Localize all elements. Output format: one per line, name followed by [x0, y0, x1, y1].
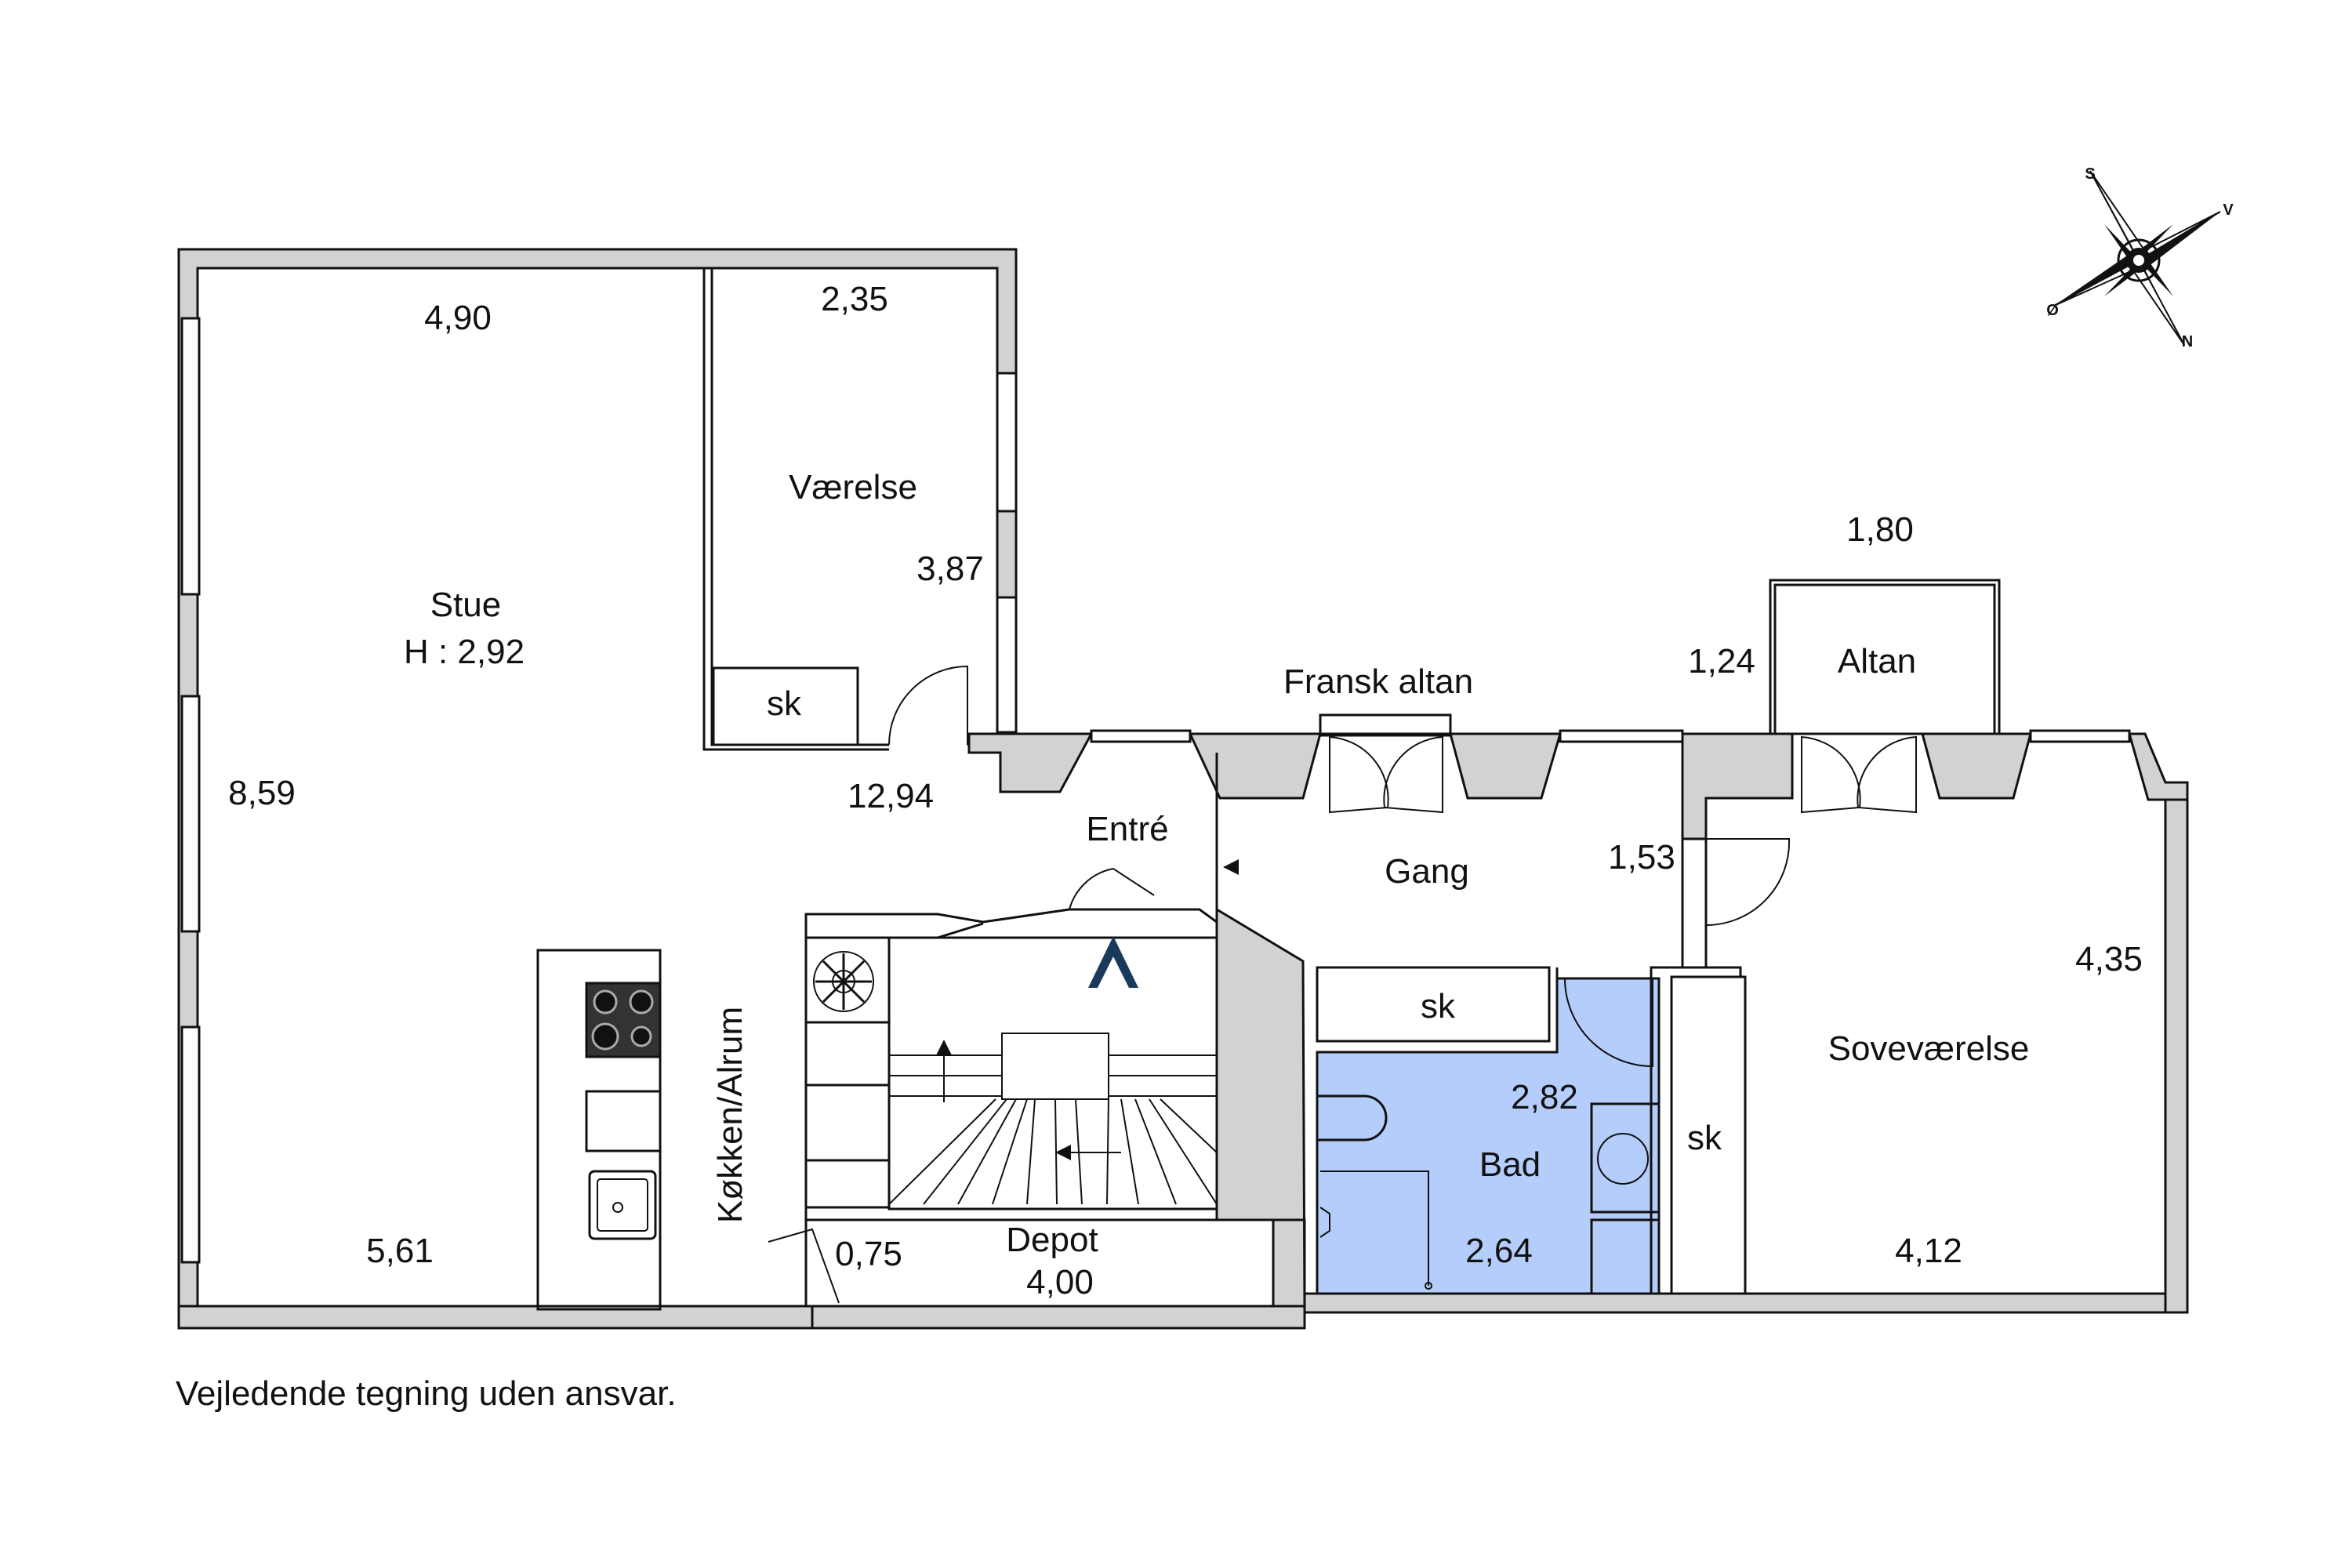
stue-dim-left: 8,59: [228, 774, 296, 812]
entry-marker-icon: [1088, 936, 1138, 988]
wall-right: [2164, 781, 2189, 1314]
window-vaerelse-1: [996, 372, 1018, 513]
vaerelse-dim-top: 2,35: [821, 280, 888, 318]
stue-height: H : 2,92: [404, 633, 524, 671]
depot: [804, 1218, 1306, 1308]
koekken-label: Køkken/Alrum: [711, 1007, 750, 1223]
depot-dim-b: 4,00: [1026, 1263, 1094, 1301]
compass-v: V: [2223, 201, 2234, 219]
altan-label: Altan: [1838, 642, 1916, 681]
wall-bottom-middle: [811, 1305, 1306, 1330]
toilet-icon: [1317, 1094, 1388, 1142]
sove-dim-side: 4,35: [2075, 940, 2143, 978]
compass-n: N: [2182, 333, 2193, 350]
wall-vaerelse: [710, 268, 889, 746]
stue-dim-right: 12,94: [848, 777, 934, 815]
stair-treads: [888, 1033, 1218, 1205]
closet-gang: [1316, 966, 1551, 1043]
wall-facade-5: [1921, 732, 2032, 800]
altan-dim-top: 1,80: [1846, 510, 1914, 549]
stairwell: [804, 908, 1218, 1221]
window-stue-3: [180, 1025, 201, 1264]
door-sove: [1705, 838, 1791, 926]
window-gang: [1559, 729, 1684, 743]
sove-label: Soveværelse: [1828, 1029, 2030, 1068]
disclaimer: Vejledende tegning uden ansvar.: [176, 1374, 677, 1413]
window-entre: [1090, 729, 1192, 743]
window-sove: [2029, 729, 2131, 743]
compass-o: Ø: [2046, 302, 2059, 319]
bad-dim-bottom: 2,64: [1465, 1232, 1533, 1270]
window-vaerelse-2: [996, 596, 1018, 734]
fransk-altan-label: Fransk altan: [1283, 662, 1473, 701]
compass-s: S: [2085, 165, 2095, 183]
sink-icon: [588, 1170, 657, 1240]
stue-label: Stue: [430, 586, 502, 624]
door-entry: [1069, 867, 1155, 910]
entre-door-marker: [1223, 859, 1239, 875]
wall-stair: [1215, 907, 1306, 1308]
stue-dim-top: 4,90: [424, 299, 492, 337]
vaerelse-label: Værelse: [789, 468, 917, 506]
door-vaerelse: [888, 665, 968, 746]
door-bad: [1564, 978, 1653, 1068]
gang-closet-label: sk: [1421, 987, 1456, 1025]
wall-bottom-right: [1303, 1292, 2189, 1314]
closet-vaerelse: [712, 666, 859, 746]
bad-label: Bad: [1479, 1145, 1541, 1184]
gang-label: Gang: [1385, 852, 1469, 891]
altan: [1769, 579, 2001, 814]
entre-label: Entré: [1086, 810, 1168, 848]
bad-sink-icon: [1590, 1102, 1661, 1214]
wall-facade-2: [1188, 732, 1322, 800]
wall-facade-3: [1449, 732, 1563, 800]
sove-dim-bottom: 4,12: [1895, 1232, 1962, 1270]
wall-facade-1: [967, 732, 1094, 793]
altan-dim-side: 1,24: [1688, 642, 1755, 681]
window-stue-1: [180, 317, 201, 596]
window-stue-2: [180, 695, 201, 933]
sove-closet-label: sk: [1687, 1119, 1722, 1157]
kitchen-left-units: [804, 936, 891, 1209]
depot-dim-a: 0,75: [835, 1235, 902, 1273]
gang-dim: 1,53: [1608, 838, 1675, 877]
compass-rose-icon: S V Ø N: [2046, 165, 2234, 350]
wall-bottom-left: [177, 1305, 814, 1330]
fransk-altan-doors: [1319, 713, 1452, 814]
wall-facade-4: [1681, 732, 1794, 840]
wall-facade-6: [2128, 732, 2189, 801]
kitchen-island: [536, 949, 662, 1311]
vaerelse-closet-label: sk: [767, 684, 802, 723]
stue-dim-bottom: 5,61: [366, 1232, 434, 1270]
vaerelse-dim-side: 3,87: [916, 550, 984, 588]
bad-dim-top: 2,82: [1511, 1078, 1578, 1116]
depot-label: Depot: [1006, 1221, 1098, 1259]
